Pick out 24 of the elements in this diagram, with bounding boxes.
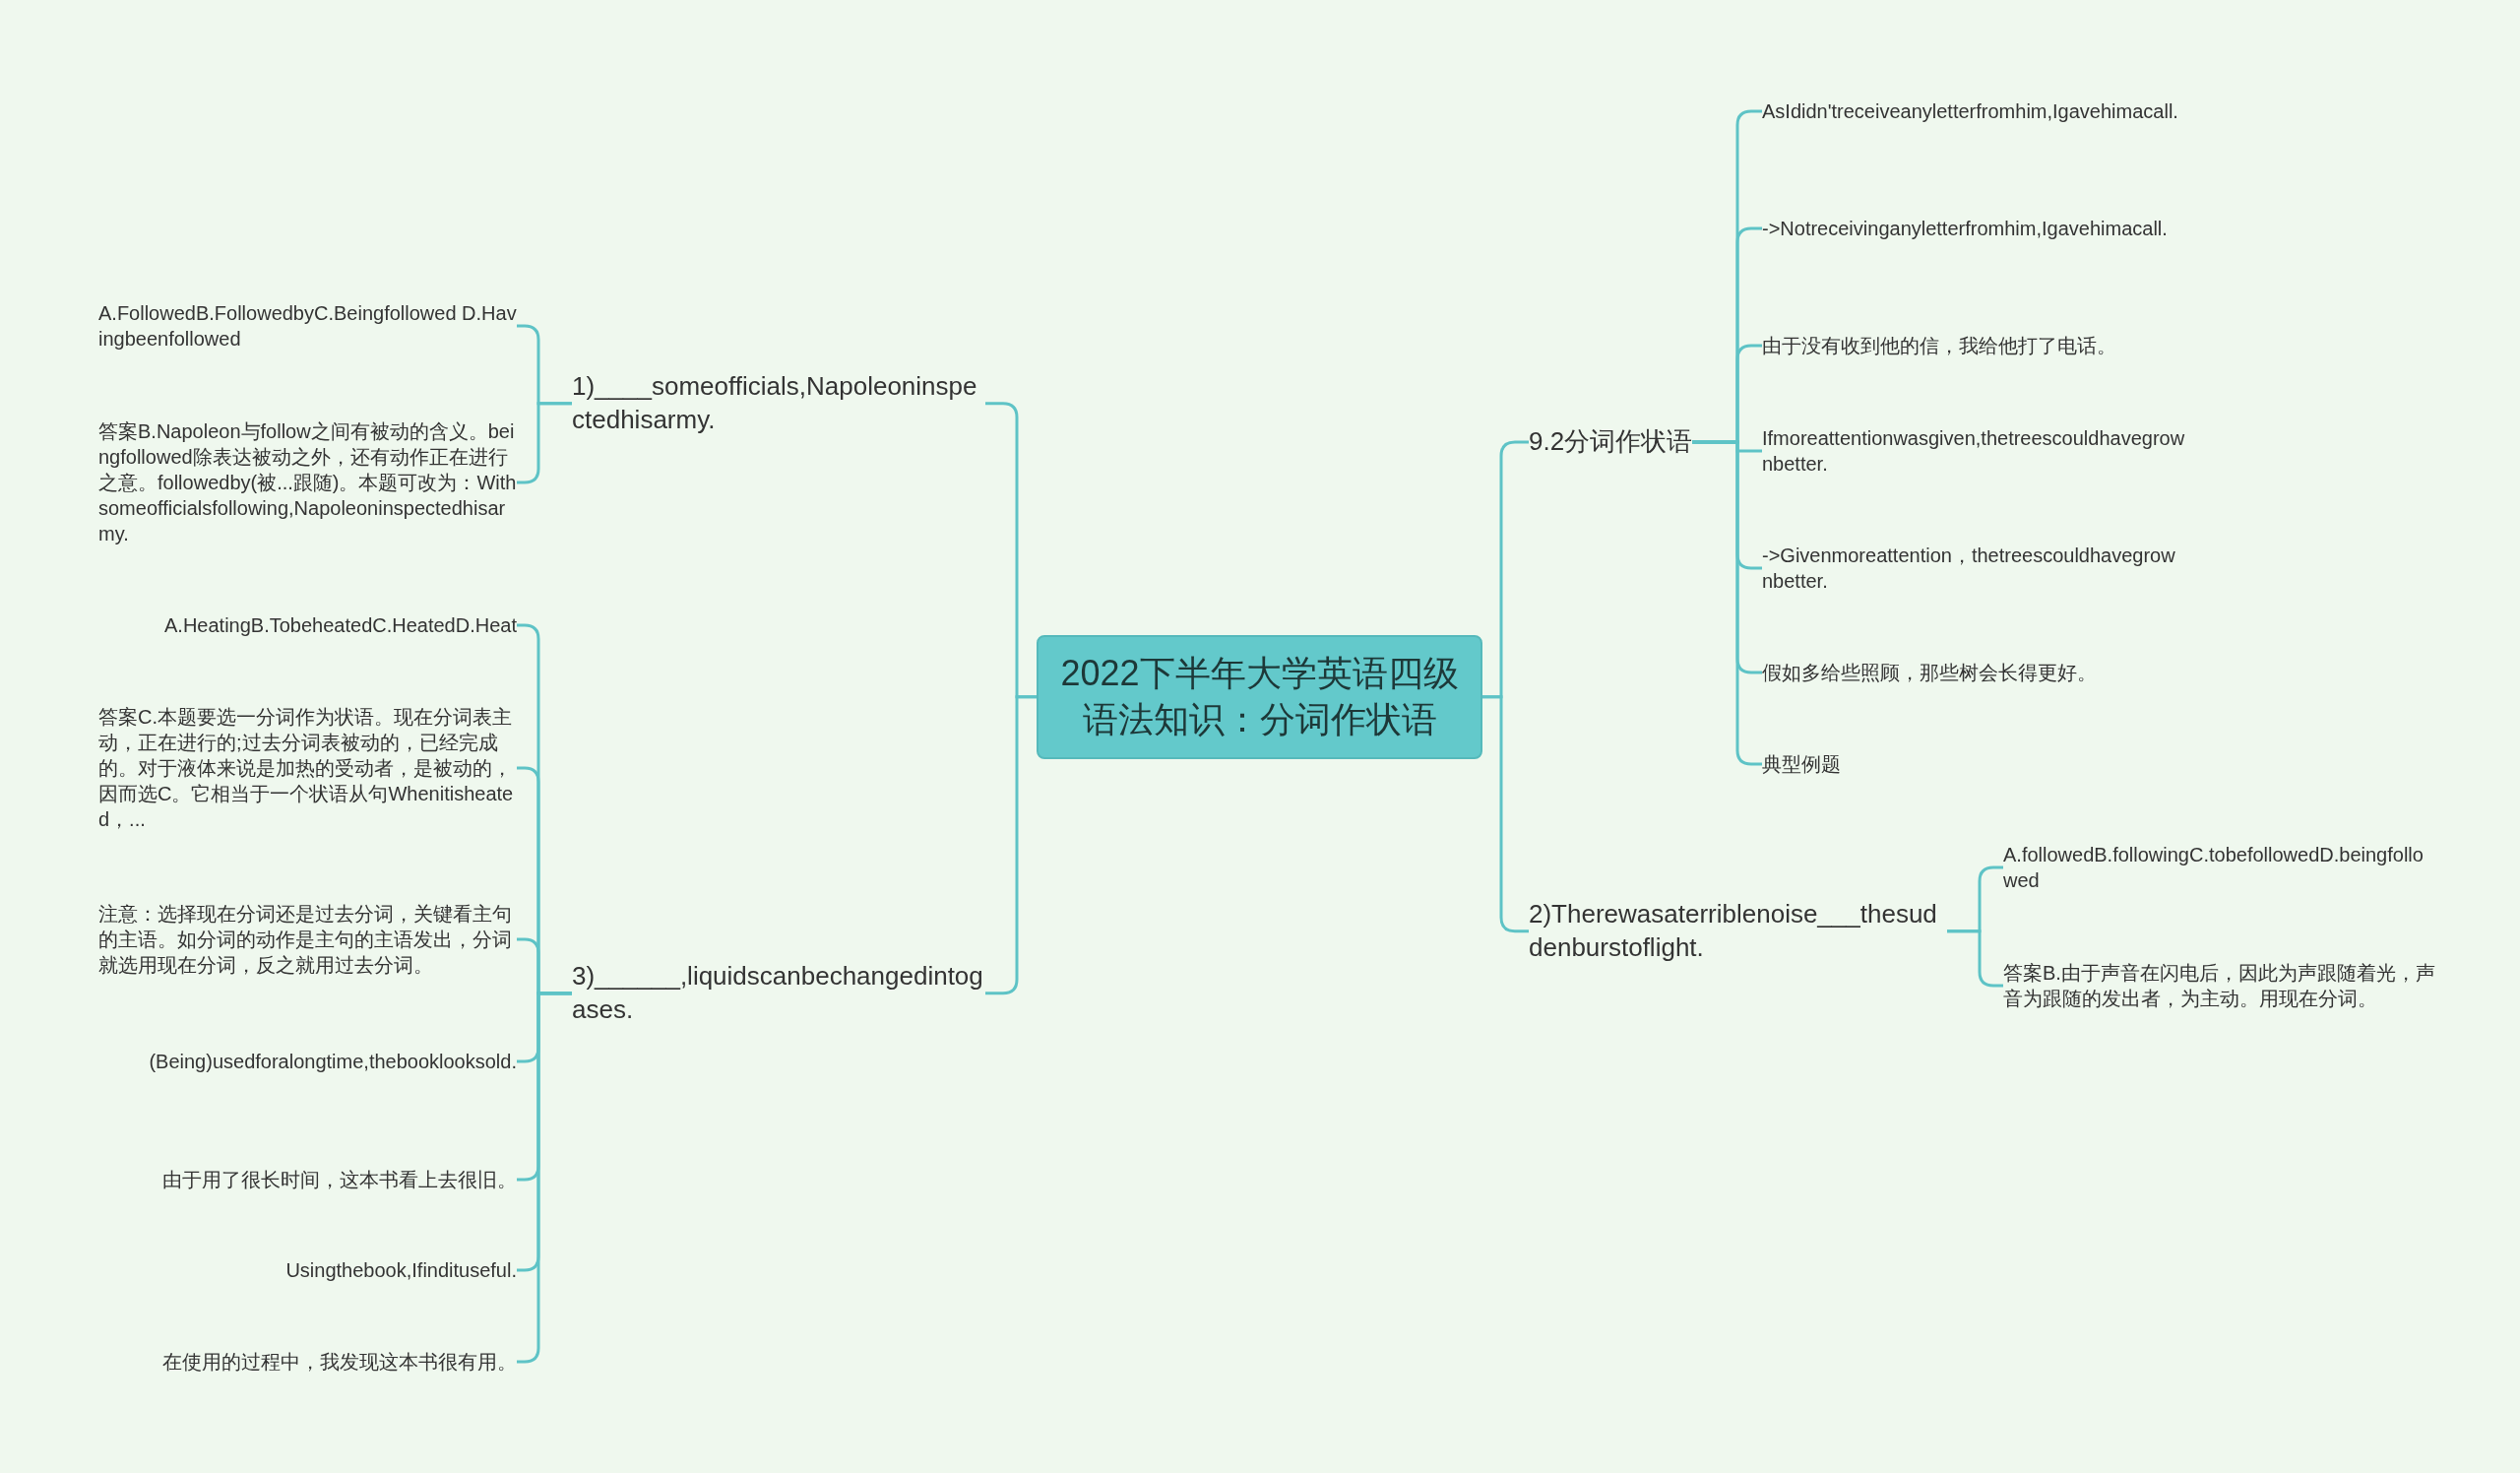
leaf-note: ->Givenmoreattention，thetreescouldhavegrownbetter. <box>1762 543 2185 594</box>
leaf-note: A.HeatingB.TobeheatedC.HeatedD.Heat <box>164 612 517 638</box>
leaf-note: Ifmoreattentionwasgiven,thetreescouldhavegrownbetter. <box>1762 425 2185 477</box>
leaf-note: 由于没有收到他的信，我给他打了电话。 <box>1762 333 2116 358</box>
leaf-note: 答案B.Napoleon与follow之间有被动的含义。beingfollowed除表达被动之外，还有动作正在进行之意。followedby(被...跟随)。本题可改为：Withsomeofficialsfollowing,Napoleoninspectedhisarmy. <box>98 418 517 546</box>
leaf-note: 答案B.由于声音在闪电后，因此为声跟随着光，声音为跟随的发出者，为主动。用现在分词。 <box>2003 960 2436 1011</box>
branch-topic: 1)____someofficials,Napoleoninspectedhisarmy. <box>572 370 985 437</box>
leaf-note: Usingthebook,Ifindituseful. <box>285 1257 517 1283</box>
connector-line <box>517 992 572 1364</box>
branch-topic: 9.2分词作状语 <box>1529 425 1693 459</box>
leaf-note: 注意：选择现在分词还是过去分词，关键看主句的主语。如分词的动作是主句的主语发出，分词就选用现在分词，反之就用过去分词。 <box>98 901 517 978</box>
leaf-note: A.followedB.followingC.tobefollowedD.beingfollowed <box>2003 842 2436 893</box>
leaf-note: ->Notreceivinganyletterfromhim,Igavehimacall. <box>1762 216 2168 241</box>
leaf-note: A.FollowedB.FollowedbyC.Beingfollowed D.Havingbeenfollowed <box>98 300 517 352</box>
leaf-note: 典型例题 <box>1762 751 1841 777</box>
leaf-note: AsIdidn'treceiveanyletterfromhim,Igavehimacall. <box>1762 98 2178 124</box>
leaf-note: (Being)usedforalongtime,thebooklooksold. <box>149 1049 517 1074</box>
central-topic-box: 2022下半年大学英语四级语法知识：分词作状语 <box>1037 635 1482 759</box>
leaf-note: 答案C.本题要选一分词作为状语。现在分词表主动，正在进行的;过去分词表被动的，已经完成的。对于液体来说是加热的受动者，是被动的，因而选C。它相当于一个状语从句Whenitisheated，... <box>98 704 517 832</box>
leaf-note: 在使用的过程中，我发现这本书很有用。 <box>162 1349 517 1375</box>
leaf-note: 假如多给些照顾，那些树会长得更好。 <box>1762 660 2097 685</box>
branch-topic: 3)______,liquidscanbechangedintogases. <box>572 960 985 1027</box>
leaf-note: 由于用了很长时间，这本书看上去很旧。 <box>162 1167 517 1192</box>
branch-topic: 2)Therewasaterriblenoise___thesuddenburstoflight. <box>1529 898 1947 965</box>
